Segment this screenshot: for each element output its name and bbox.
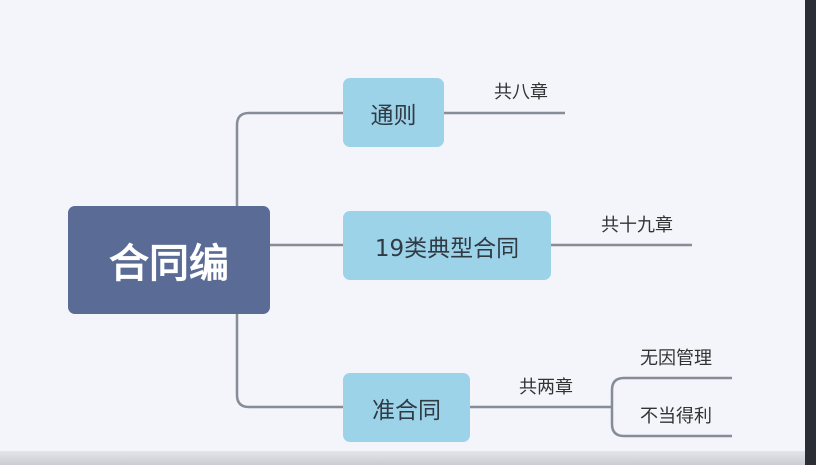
branch-label: 19类典型合同: [374, 235, 520, 262]
note-dianxing[interactable]: 共十九章: [601, 215, 673, 236]
bottom-bar: [0, 451, 805, 465]
branch-node-zhunhetong[interactable]: 准合同: [343, 373, 470, 442]
connector-root-zhunhetong: [235, 314, 343, 409]
child-wuyinguanli[interactable]: 无因管理: [640, 348, 712, 369]
window-edge: [805, 0, 816, 465]
connector-root-tongze: [235, 111, 343, 206]
branch-node-dianxing[interactable]: 19类典型合同: [343, 211, 551, 280]
root-label: 合同编: [109, 241, 229, 287]
root-node[interactable]: 合同编: [68, 206, 270, 314]
bracket-children: [610, 376, 732, 438]
branch-node-tongze[interactable]: 通则: [343, 78, 444, 147]
note-zhunhetong[interactable]: 共两章: [519, 377, 573, 398]
branch-label: 准合同: [372, 397, 441, 424]
note-tongze[interactable]: 共八章: [494, 82, 548, 103]
branch-label: 通则: [370, 102, 417, 129]
child-budangdeli[interactable]: 不当得利: [640, 406, 712, 427]
